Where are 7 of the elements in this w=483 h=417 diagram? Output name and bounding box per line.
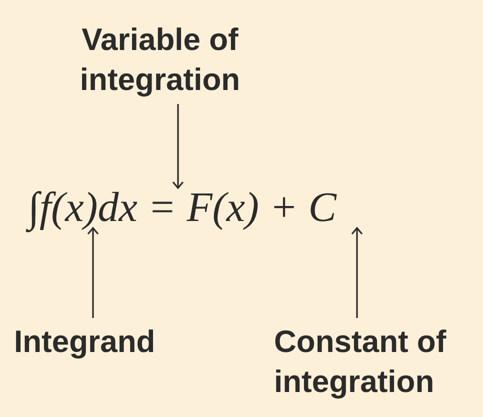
arrow <box>87 227 99 318</box>
annotation-label: Integrand <box>14 322 214 362</box>
formula: ∫f(x)dx = F(x) + C <box>28 183 336 233</box>
annotation-label: Variable of integration <box>40 20 280 100</box>
arrow <box>172 104 184 189</box>
annotation-label: Constant of integration <box>274 322 479 402</box>
arrow <box>351 227 363 318</box>
